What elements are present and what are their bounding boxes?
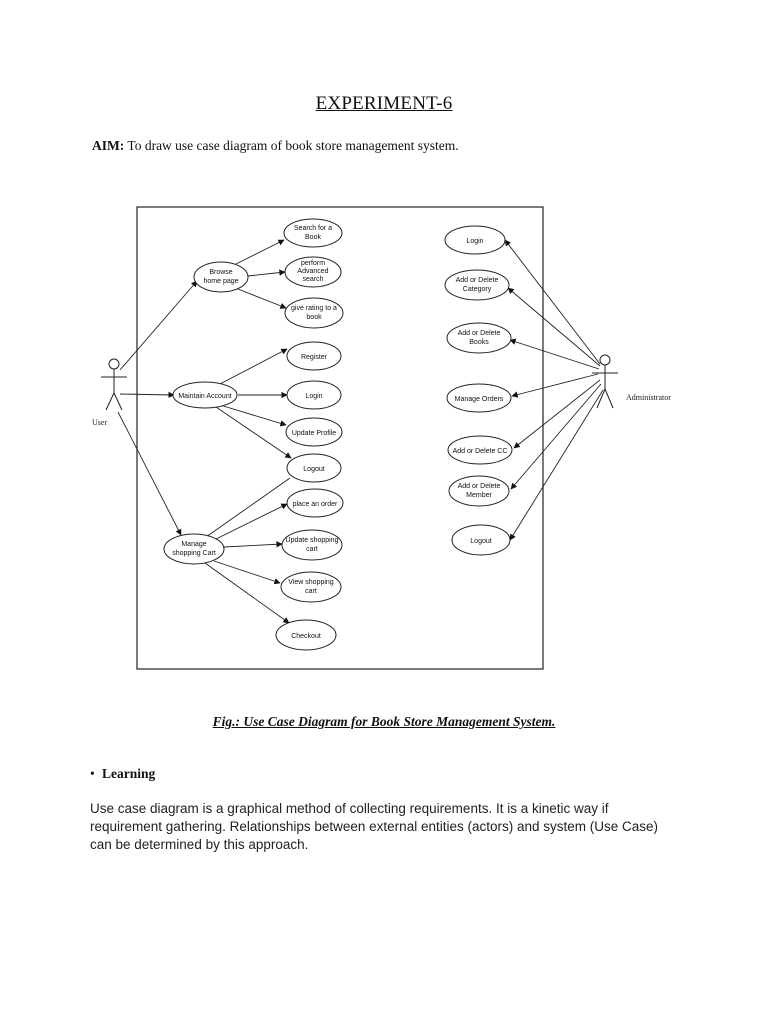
svg-text:Login: Login: [466, 238, 483, 245]
use-case-manage-shopping-cart: Manage shopping Cart: [163, 533, 225, 565]
use-case-maintain-account: Maintain Account: [172, 381, 238, 409]
svg-text:Maintain Account: Maintain Account: [178, 393, 231, 400]
svg-text:cart: cart: [306, 546, 318, 553]
use-case-update-shopping-cart: Update shopping cart: [281, 529, 343, 561]
svg-text:Logout: Logout: [303, 466, 324, 473]
user-actor: [101, 358, 127, 411]
use-case-add-delete-member: Add or Delete Member: [448, 475, 510, 507]
use-case-register: Register: [286, 341, 342, 371]
use-case-update-profile: Update Profile: [285, 417, 343, 447]
aim-statement: AIM: To draw use case diagram of book st…: [92, 138, 459, 154]
use-case-user-logout: Logout: [286, 453, 342, 483]
use-case-add-delete-cc: Add or Delete CC: [447, 435, 513, 465]
system-boundary: [136, 206, 544, 670]
svg-text:book: book: [306, 314, 322, 321]
svg-text:Manage: Manage: [181, 541, 206, 548]
svg-text:place an order: place an order: [293, 501, 338, 508]
svg-text:shopping Cart: shopping Cart: [172, 550, 216, 557]
svg-text:search: search: [302, 276, 323, 283]
use-case-advanced-search: perform Advanced search: [284, 256, 342, 288]
svg-text:Books: Books: [469, 339, 489, 346]
svg-text:Search for a: Search for a: [294, 225, 332, 232]
svg-text:Book: Book: [305, 234, 321, 241]
svg-text:Register: Register: [301, 354, 328, 361]
administrator-actor: [592, 354, 618, 409]
learning-heading-text: Learning: [102, 766, 156, 781]
svg-text:home page: home page: [203, 278, 238, 285]
svg-text:Update Profile: Update Profile: [292, 430, 336, 437]
use-case-view-shopping-cart: View shopping cart: [280, 571, 342, 603]
learning-paragraph: Use case diagram is a graphical method o…: [90, 800, 690, 854]
svg-text:Logout: Logout: [470, 538, 491, 545]
svg-text:Category: Category: [463, 286, 492, 293]
use-case-admin-login: Login: [444, 225, 506, 255]
svg-text:Manage Orders: Manage Orders: [455, 396, 504, 403]
learning-line: can be determined by this approach.: [90, 837, 309, 852]
user-actor-label: User: [92, 418, 107, 427]
use-case-diagram: User Administrator: [92, 206, 671, 670]
svg-text:Advanced: Advanced: [297, 268, 328, 275]
svg-text:cart: cart: [305, 588, 317, 595]
learning-line: Use case diagram is a graphical method o…: [90, 801, 609, 816]
page-title: EXPERIMENT-6: [315, 93, 453, 114]
use-case-manage-orders: Manage Orders: [446, 383, 512, 413]
svg-text:give rating to a: give rating to a: [291, 305, 337, 312]
svg-text:Browse: Browse: [209, 269, 232, 276]
use-case-user-login: Login: [286, 380, 342, 410]
svg-text:perform: perform: [301, 260, 325, 267]
svg-text:Login: Login: [305, 393, 322, 400]
use-case-give-rating: give rating to a book: [284, 297, 344, 329]
svg-text:View shopping: View shopping: [288, 579, 334, 586]
svg-text:Update shopping: Update shopping: [286, 537, 339, 544]
use-case-add-delete-books: Add or Delete Books: [446, 322, 512, 354]
aim-text: To draw use case diagram of book store m…: [127, 138, 459, 153]
svg-text:Add or Delete: Add or Delete: [458, 483, 501, 490]
administrator-actor-label: Administrator: [626, 393, 671, 402]
use-case-checkout: Checkout: [275, 619, 337, 651]
bullet-icon: •: [90, 766, 95, 781]
svg-text:Member: Member: [466, 492, 492, 499]
use-case-admin-logout: Logout: [451, 524, 511, 556]
svg-text:Add or Delete CC: Add or Delete CC: [453, 448, 508, 455]
use-case-add-delete-category: Add or Delete Category: [444, 269, 510, 301]
learning-line: requirement gathering. Relationships bet…: [90, 819, 659, 834]
figure-caption: Fig.: Use Case Diagram for Book Store Ma…: [212, 714, 556, 729]
use-case-browse-home-page: Browse home page: [193, 261, 249, 293]
use-case-search-book: Search for a Book: [283, 218, 343, 248]
learning-heading: • Learning: [90, 766, 155, 782]
svg-text:Checkout: Checkout: [291, 633, 321, 640]
svg-text:Add or Delete: Add or Delete: [458, 330, 501, 337]
svg-text:Add or Delete: Add or Delete: [456, 277, 499, 284]
use-case-place-order: place an order: [286, 488, 344, 518]
aim-label: AIM:: [92, 138, 125, 153]
